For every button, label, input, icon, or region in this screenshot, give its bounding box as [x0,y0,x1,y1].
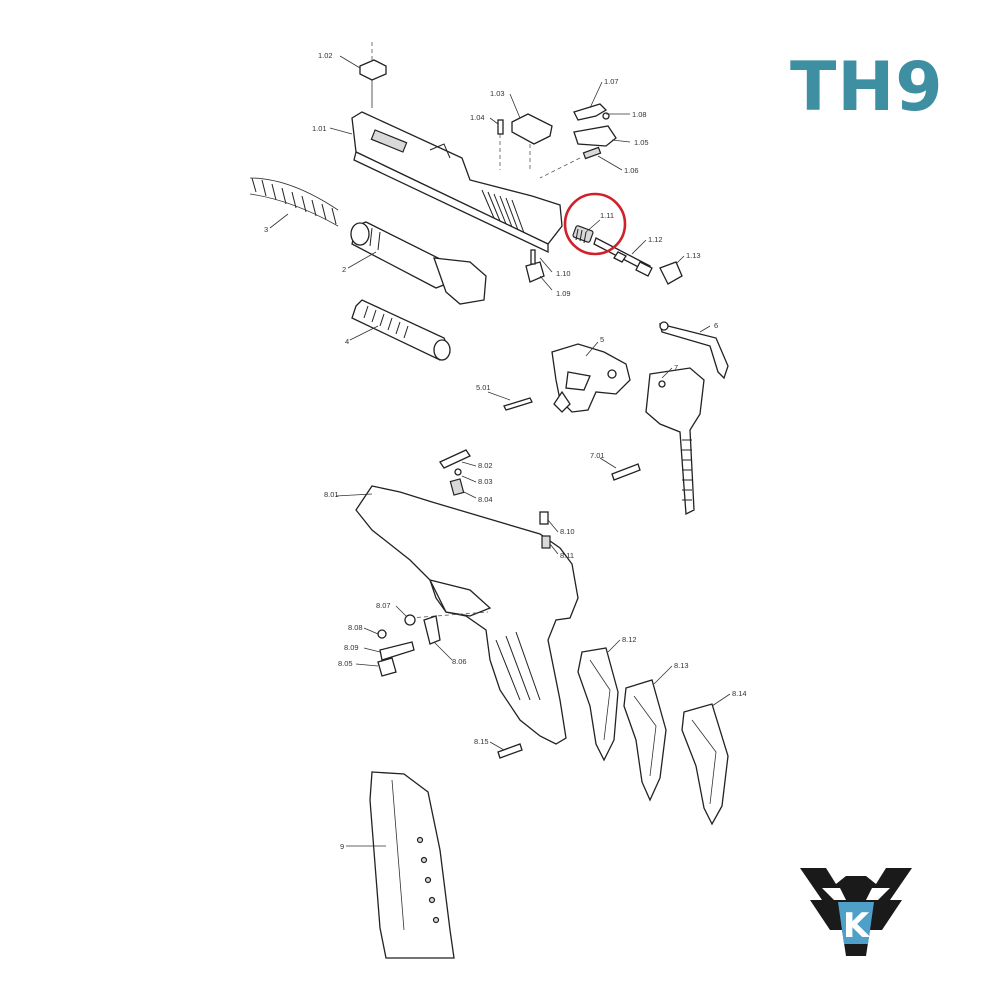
trigger-assembly [551,343,631,413]
label-1-01: 1.01 [312,124,327,133]
label-8-12: 8.12 [622,635,637,644]
frame [355,485,579,745]
label-1-06: 1.06 [624,166,639,175]
trigger-pin [503,397,533,411]
label-1-04: 1.04 [470,113,485,122]
frame-pins [497,511,551,759]
label-8-08: 8.08 [348,623,363,632]
label-7-01: 7.01 [590,451,605,460]
backstrap-large [681,703,729,826]
model-title: TH9 [790,48,944,127]
firing-pin [593,237,653,277]
slide [351,111,563,254]
label-8-04: 8.04 [478,495,493,504]
label-1-13: 1.13 [686,251,701,260]
highlight-circle [563,192,627,256]
label-1-03: 1.03 [490,89,505,98]
label-1-12: 1.12 [648,235,663,244]
label-5: 5 [600,335,604,344]
label-5-01: 5.01 [476,383,491,392]
magazine [369,771,455,959]
front-sight-part [511,113,553,172]
label-8-06: 8.06 [452,657,467,666]
front-sight-pin [497,119,504,170]
hammer-mechanism [645,367,705,516]
slide-stop-parts [377,614,441,677]
label-8-07: 8.07 [376,601,391,610]
label-8-01: 8.01 [324,490,339,499]
label-8-05: 8.05 [338,659,353,668]
backstrap-medium [623,679,667,802]
part-labels: 1.02 1.01 1.03 1.04 1.07 1.08 1.05 1.06 … [264,51,747,851]
backstrap-small [577,647,619,762]
hammer-pin [611,463,641,481]
recoil-spring [249,177,339,227]
label-6: 6 [714,321,718,330]
rear-sight [359,42,387,108]
label-1-05: 1.05 [634,138,649,147]
slide-pin-lower [525,249,545,283]
label-8-09: 8.09 [344,643,359,652]
label-7: 7 [674,363,678,372]
label-1-09: 1.09 [556,289,571,298]
label-8-13: 8.13 [674,661,689,670]
label-9: 9 [340,842,344,851]
label-1-07: 1.07 [604,77,619,86]
extractor [539,103,617,179]
label-2: 2 [342,265,346,274]
label-1-02: 1.02 [318,51,333,60]
brand-logo: K [800,868,912,956]
trigger-bar [659,321,729,380]
label-1-08: 1.08 [632,110,647,119]
label-8-15: 8.15 [474,737,489,746]
label-8-11: 8.11 [560,551,574,560]
leader-lines [269,55,731,847]
label-3: 3 [264,225,268,234]
label-8-14: 8.14 [732,689,747,698]
label-8-10: 8.10 [560,527,575,536]
end-cap [659,261,683,285]
logo-letter: K [843,906,871,946]
label-8-02: 8.02 [478,461,493,470]
guide-rod [351,299,451,361]
label-1-10: 1.10 [556,269,571,278]
label-8-03: 8.03 [478,477,493,486]
barrel [350,221,487,305]
label-1-11: 1.11 [600,211,614,220]
label-4: 4 [345,337,349,346]
small-frame-parts [439,449,471,496]
